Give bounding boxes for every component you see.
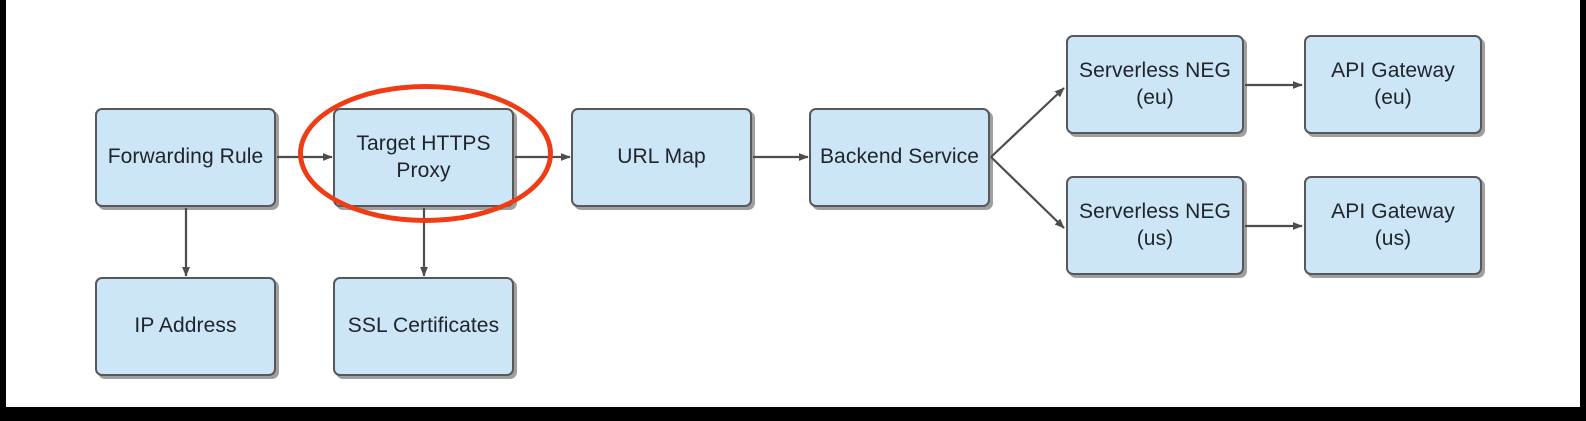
node-url-map[interactable]: URL Map	[571, 108, 752, 207]
edge-layer	[182, 81, 1303, 277]
node-ip-address[interactable]: IP Address	[95, 277, 276, 376]
node-backend-service[interactable]: Backend Service	[809, 108, 990, 207]
node-forwarding-rule[interactable]: Forwarding Rule	[95, 108, 276, 207]
diagram-sheet: Forwarding Rule Target HTTPS Proxy URL M…	[6, 0, 1580, 407]
node-ssl-certificates[interactable]: SSL Certificates	[333, 277, 514, 376]
edge-backend-to-neg-us-branch-down	[990, 156, 1065, 229]
node-serverless-neg-eu[interactable]: Serverless NEG (eu)	[1066, 35, 1244, 134]
node-target-https-proxy[interactable]: Target HTTPS Proxy	[333, 108, 514, 207]
node-api-gateway-us[interactable]: API Gateway (us)	[1304, 176, 1482, 275]
node-api-gateway-eu[interactable]: API Gateway (eu)	[1304, 35, 1482, 134]
node-serverless-neg-us[interactable]: Serverless NEG (us)	[1066, 176, 1244, 275]
edge-backend-to-neg-us-branch-up	[990, 87, 1065, 158]
